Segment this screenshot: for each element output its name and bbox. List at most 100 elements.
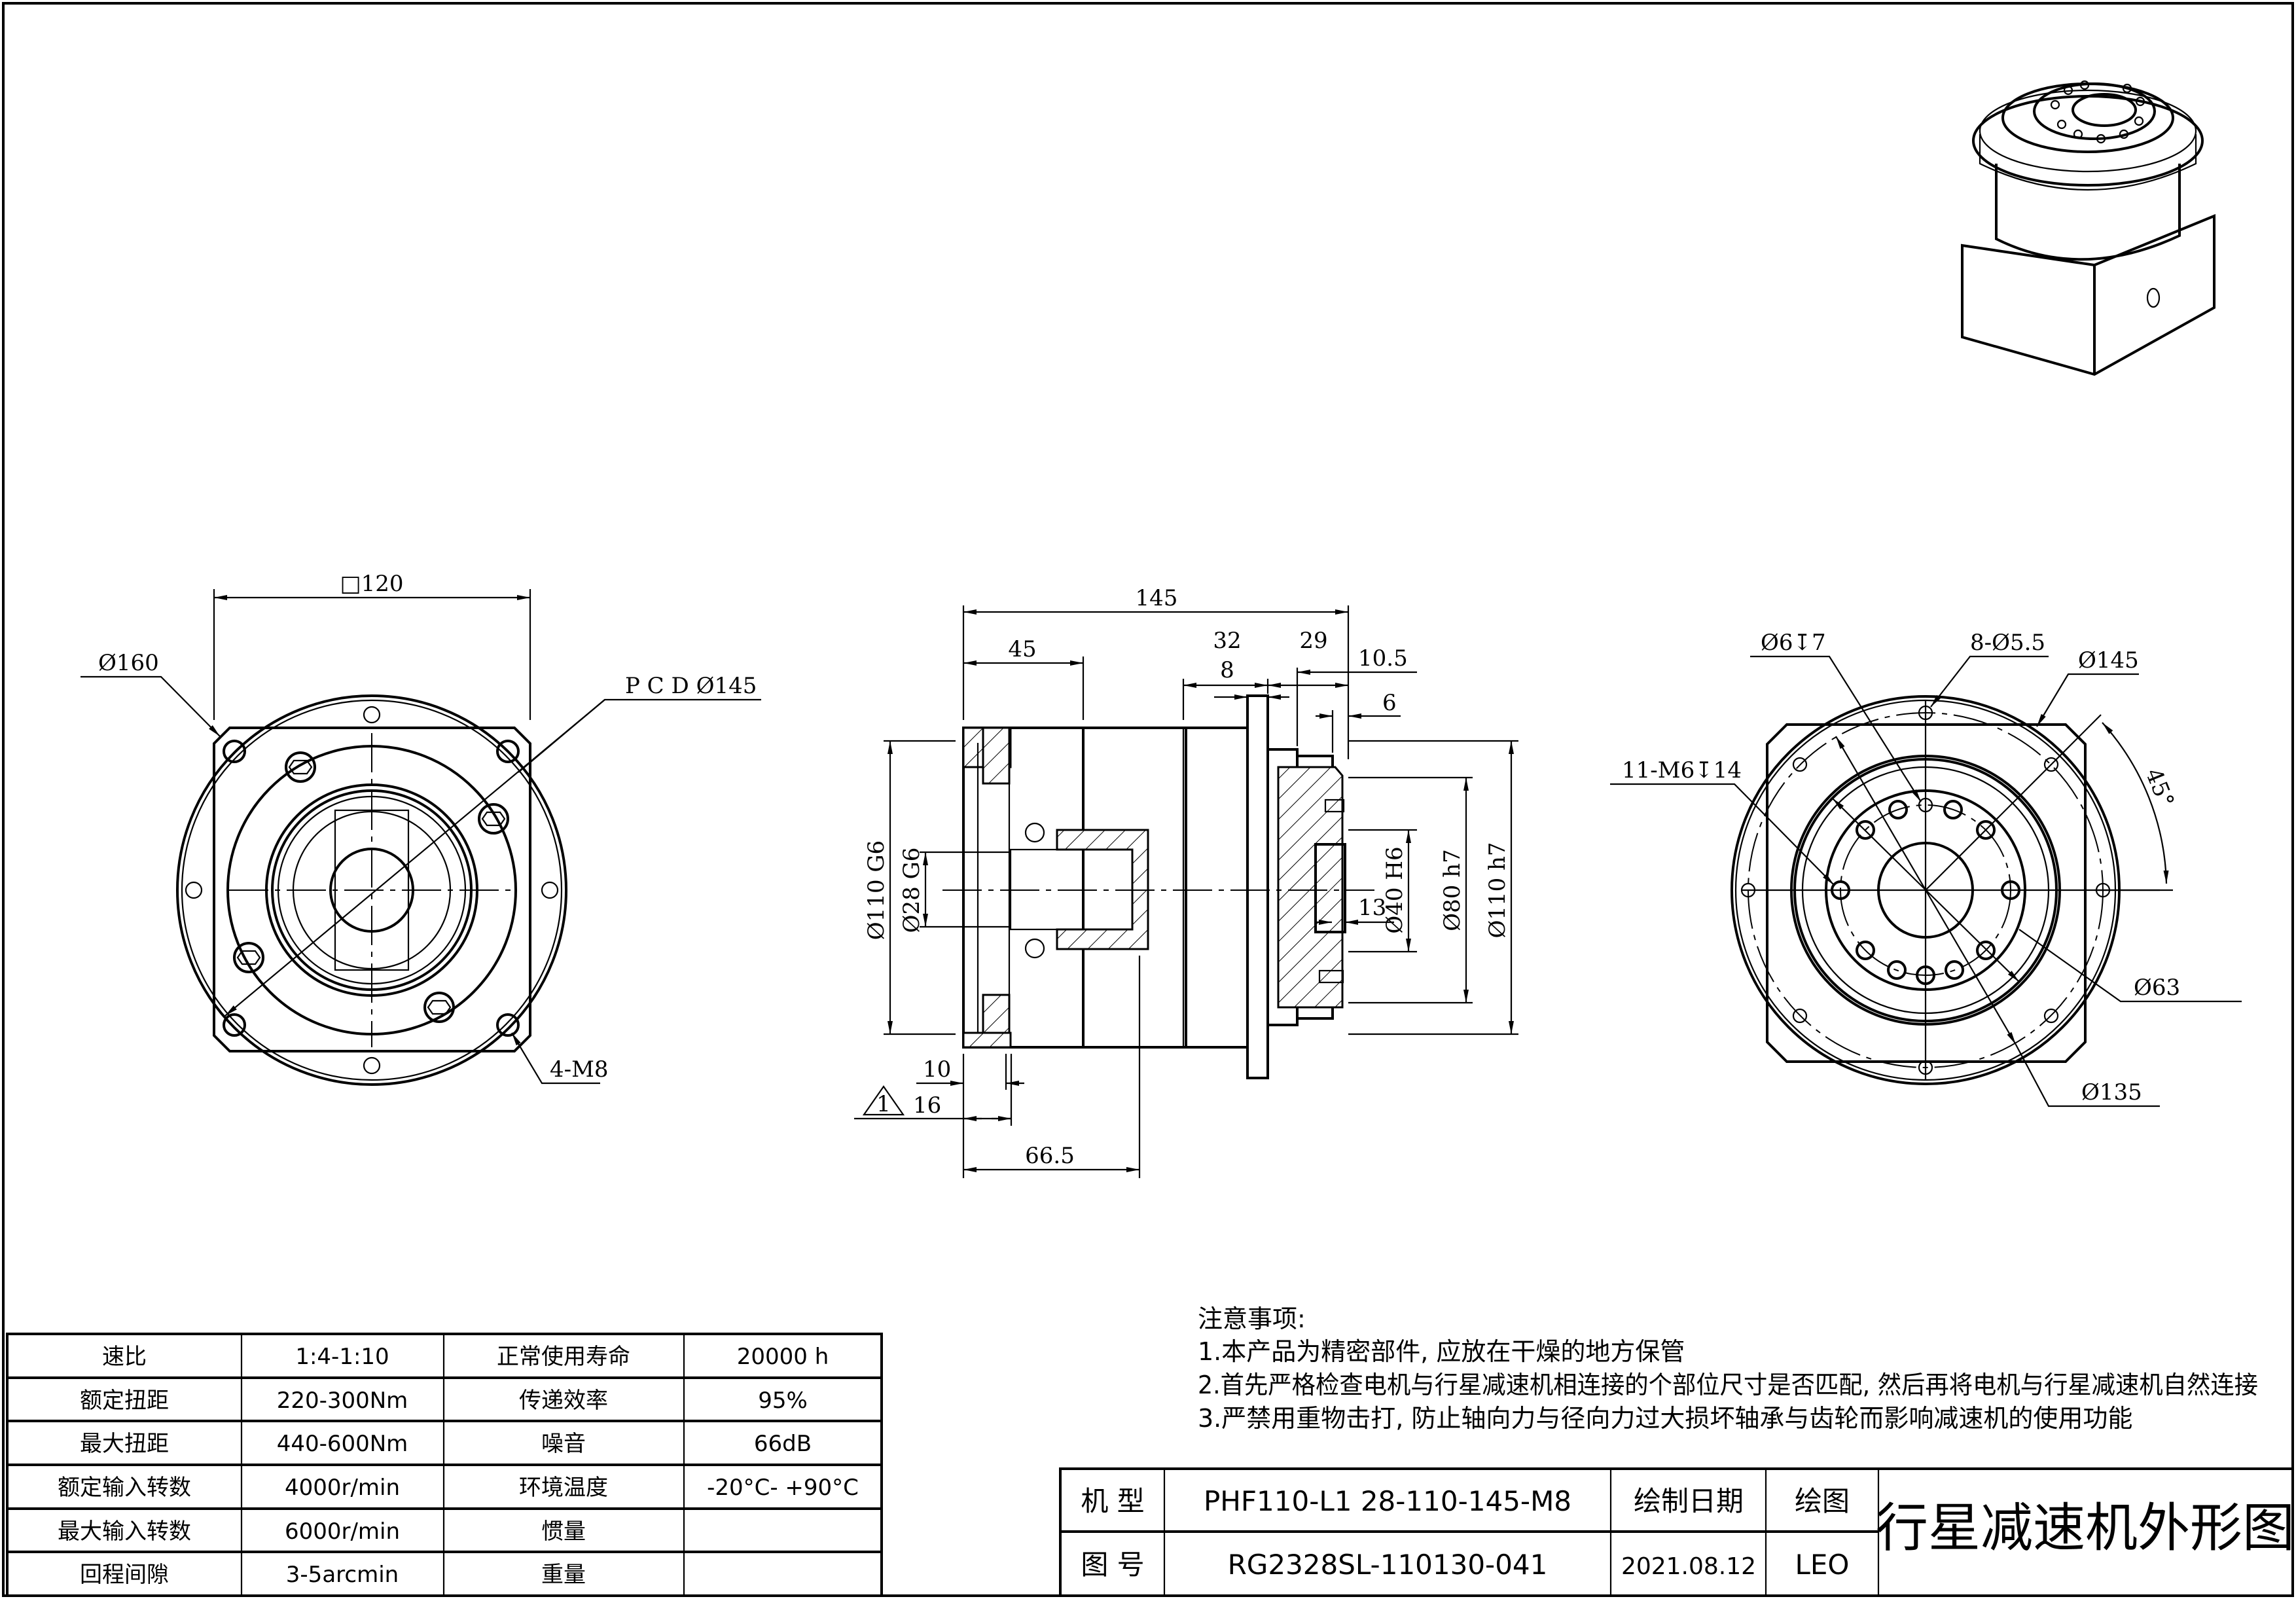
- note-item: 1.本产品为精密部件, 应放在干燥的地方保管: [1198, 1337, 1685, 1366]
- output-flange-plate: [1246, 694, 1269, 1079]
- spec-value: 6000r/min: [285, 1518, 400, 1545]
- spec-label: 惯量: [541, 1518, 586, 1545]
- title-block: 机 型 PHF110-L1 28-110-145-M8 绘制日期 绘图 图 号 …: [1059, 1467, 2295, 1597]
- flange-hole: [1740, 882, 1756, 898]
- hex-bolt-icon: [478, 803, 509, 835]
- spec-label: 传递效率: [519, 1388, 608, 1414]
- spec-value: 95%: [758, 1388, 808, 1414]
- input-end-view: □120 Ø160 P C D Ø145 4-M8: [81, 571, 761, 1086]
- hex-bolt-icon: [233, 942, 264, 973]
- housing-length-label: 45: [1008, 636, 1036, 662]
- dim-29: 29: [1299, 628, 1327, 654]
- flange-holes-label: 8-Ø5.5: [1970, 630, 2045, 656]
- spec-value: -20°C- +90°C: [707, 1475, 859, 1501]
- m8-hole: [496, 740, 520, 763]
- date-label: 绘制日期: [1634, 1485, 1744, 1517]
- square-housing: [213, 727, 531, 1052]
- flange-hole: [541, 881, 559, 899]
- output-bore: [2072, 93, 2137, 127]
- spec-label: 噪音: [541, 1431, 586, 1457]
- dim-10-5: 10.5: [1358, 645, 1408, 672]
- flange-hole: [185, 881, 203, 899]
- flange-hole: [1792, 1008, 1808, 1024]
- spec-label: 最大输入转数: [58, 1518, 191, 1545]
- drawing-no-label: 图 号: [1081, 1549, 1144, 1581]
- flange-dia-label: Ø160: [98, 650, 159, 676]
- bolt-circle-label: Ø135: [2081, 1079, 2142, 1105]
- notes: 注意事项: 1.本产品为精密部件, 应放在干燥的地方保管 2.首先严格检查电机与…: [1198, 1304, 2258, 1433]
- angle-label: 45°: [2140, 764, 2179, 811]
- drawing-no-value: RG2328SL-110130-041: [1228, 1549, 1548, 1581]
- flange-hole: [363, 706, 381, 724]
- flange-inner-edge: [181, 699, 563, 1081]
- spec-value: 440-600Nm: [277, 1431, 408, 1457]
- isometric-view: [1961, 80, 2215, 376]
- drawer-label: 绘图: [1795, 1485, 1850, 1517]
- spec-label: 速比: [102, 1344, 147, 1370]
- square-housing: [1766, 723, 2087, 1063]
- spec-label: 额定扭距: [80, 1388, 169, 1414]
- drawing-title: 行星减速机外形图: [1876, 1498, 2295, 1558]
- spec-value: 220-300Nm: [277, 1388, 408, 1414]
- dim-8: 8: [1220, 657, 1234, 683]
- date-value: 2021.08.12: [1621, 1553, 1756, 1580]
- note-item: 2.首先严格检查电机与行星减速机相连接的个部位尺寸是否匹配, 然后再将电机与行星…: [1198, 1371, 2258, 1399]
- flange-hole: [363, 1056, 381, 1075]
- revision-triangle-icon: [862, 1085, 905, 1116]
- flange-hole: [1918, 705, 1933, 721]
- flange-dia-label: Ø145: [2078, 647, 2139, 674]
- dim-16: 16: [913, 1092, 941, 1119]
- note-item: 3.严禁用重物击打, 防止轴向力与径向力过大损坏轴承与齿轮而影响减速机的使用功能: [1198, 1404, 2132, 1433]
- spec-label: 回程间隙: [80, 1562, 169, 1588]
- dim-10: 10: [923, 1056, 951, 1083]
- spec-label: 重量: [541, 1562, 586, 1588]
- spec-value: 20000 h: [737, 1344, 829, 1370]
- dim-32: 32: [1213, 628, 1241, 654]
- spec-label: 额定输入转数: [58, 1475, 191, 1501]
- output-end-view: Ø63 Ø135 Ø6↧7 8-Ø5.5 Ø145 11-M6↧14 45°: [1610, 630, 2242, 1107]
- spec-value: 4000r/min: [285, 1475, 400, 1501]
- spec-table: 速比 1:4-1:10 正常使用寿命 20000 h 额定扭距 220-300N…: [6, 1333, 883, 1597]
- dim-66-5: 66.5: [1025, 1143, 1075, 1169]
- spec-label: 环境温度: [519, 1475, 608, 1501]
- flange-hole: [1918, 1060, 1933, 1075]
- spec-label: 正常使用寿命: [497, 1344, 630, 1370]
- square-size-label: □120: [340, 571, 403, 597]
- m8-hole: [223, 1013, 246, 1037]
- hex-bolt-icon: [423, 992, 455, 1023]
- model-label: 机 型: [1081, 1485, 1144, 1517]
- pcd-label: P C D Ø145: [625, 673, 757, 699]
- notes-title: 注意事项:: [1198, 1304, 1306, 1333]
- spec-value: 66dB: [754, 1431, 812, 1457]
- side-section-view: 145 45 32 29 8 10.5 6 Ø110 G6 Ø28 G6 Ø40…: [854, 585, 1518, 1178]
- m8-hole: [496, 1013, 520, 1037]
- pin-hole-label: Ø6↧7: [1761, 630, 1826, 656]
- spec-label: 最大扭距: [80, 1431, 169, 1457]
- revision-mark: 1: [876, 1091, 891, 1117]
- m8-hole: [223, 740, 246, 763]
- output-bore-section: [1314, 843, 1346, 933]
- output-flange-label: Ø110 h7: [1484, 842, 1511, 938]
- hub-dia-label: Ø63: [2134, 975, 2180, 1001]
- input-bore-label: Ø28 G6: [899, 848, 925, 933]
- input-pilot-label: Ø110 G6: [863, 840, 889, 940]
- spec-value: 1:4-1:10: [295, 1344, 389, 1370]
- flange-hole: [2043, 757, 2059, 772]
- hex-bolt-icon: [285, 751, 316, 783]
- output-pilot-label: Ø80 h7: [1439, 849, 1465, 931]
- spec-value: 3-5arcmin: [286, 1562, 399, 1588]
- tapped-holes-label: 11-M6↧14: [1622, 757, 1742, 783]
- flange-outer-circle: [176, 694, 567, 1086]
- flange-hole: [2043, 1008, 2059, 1024]
- model-value: PHF110-L1 28-110-145-M8: [1204, 1485, 1571, 1517]
- output-shaft-section: [1277, 766, 1344, 1009]
- output-bore-label: Ø40 H6: [1382, 846, 1408, 933]
- overall-length-label: 145: [1136, 585, 1178, 611]
- clamp-screw: [1024, 822, 1045, 843]
- clamp-screw: [1024, 938, 1045, 959]
- drawer-value: LEO: [1795, 1549, 1850, 1581]
- dim-13: 13: [1358, 895, 1386, 921]
- bolt-thread-label: 4-M8: [550, 1056, 609, 1083]
- dim-6: 6: [1382, 690, 1397, 716]
